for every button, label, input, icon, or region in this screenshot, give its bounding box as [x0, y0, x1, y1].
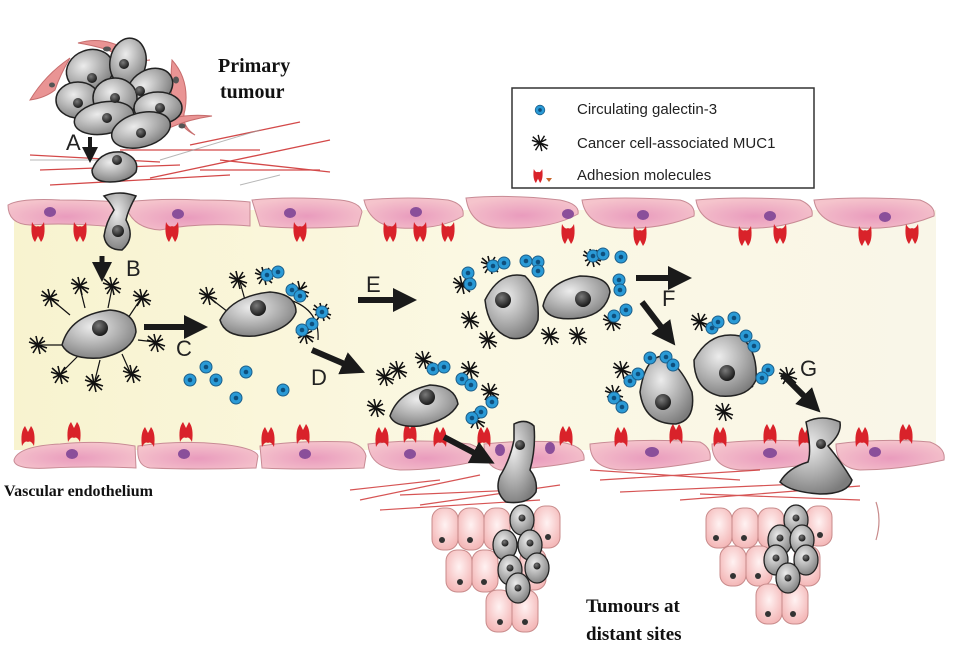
cancer-cell-adhering — [366, 350, 500, 430]
legend: Circulating galectin-3 Cancer cell-assoc… — [511, 87, 815, 189]
step-label-f: F — [662, 286, 675, 311]
step-arrow-g — [779, 371, 821, 413]
cancer-cell-cluster-f — [604, 311, 798, 425]
endothelium-top — [7, 195, 935, 231]
distant-sites-label-line2: distant sites — [586, 624, 682, 645]
step-label-e: E — [366, 272, 381, 297]
step-label-d: D — [311, 365, 327, 390]
cancer-cell-muc1 — [28, 276, 166, 393]
primary-tumour-cluster — [55, 37, 183, 149]
step-label-g: G — [800, 356, 817, 381]
legend-label-muc1: Cancer cell-associated MUC1 — [577, 135, 775, 152]
step-arrow-d2 — [442, 434, 495, 464]
distant-sites-label-line1: Tumours at — [586, 596, 680, 617]
step-arrow-f — [636, 266, 692, 346]
primary-tumour-label-line1: Primary — [218, 55, 290, 77]
step-label-b: B — [126, 256, 141, 281]
endothelium-bottom-nuclei — [66, 442, 881, 459]
step-arrow-d — [310, 347, 366, 375]
galectin-dot-icon — [534, 104, 546, 116]
step-label-c: C — [176, 336, 192, 361]
cancer-cell-galectin-bound-1 — [198, 265, 332, 345]
primary-tumour-label-line2: tumour — [220, 81, 285, 103]
legend-label-adhesion: Adhesion molecules — [577, 167, 711, 184]
legend-label-galectin: Circulating galectin-3 — [577, 101, 717, 118]
distant-site-2 — [589, 417, 880, 625]
distant-site-1 — [349, 420, 561, 633]
vascular-endothelium-label: Vascular endothelium — [4, 483, 154, 500]
cancer-cell-cluster-e — [452, 247, 633, 350]
endothelium-top-nuclei — [44, 207, 891, 222]
step-label-a: A — [66, 130, 81, 155]
